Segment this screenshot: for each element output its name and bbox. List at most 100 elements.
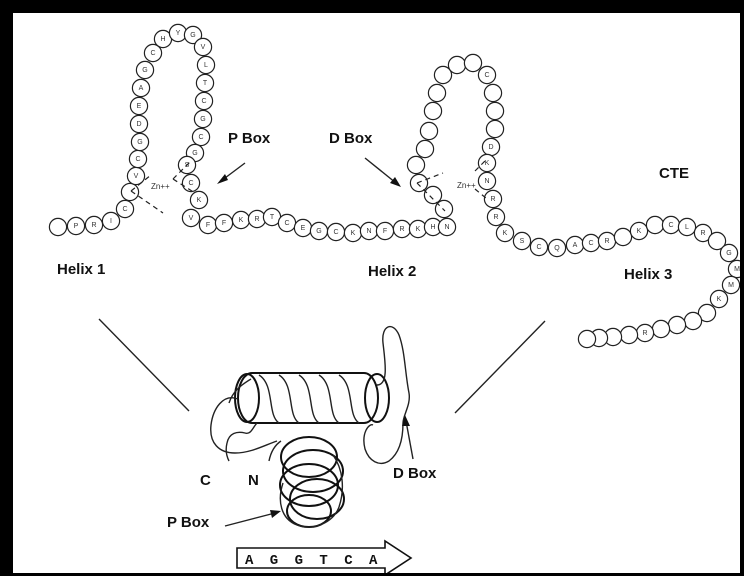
residue-letter: C [135,156,140,163]
residue-letter: N [366,228,371,235]
c-terminus-label: C [200,472,211,489]
residue-letter: C [201,98,206,105]
residue-letter: R [490,196,495,203]
residue-letter: L [685,224,689,231]
residue-circle [646,216,663,233]
residue-circle [448,56,465,73]
residue-letter: K [239,217,244,224]
d-box-top-label: D Box [329,130,373,147]
p-box-top-label: P Box [228,130,271,147]
residue-letter: R [642,330,647,337]
residue-letter: I [110,218,112,225]
residue-letter: G [200,116,205,123]
residue-letter: C [284,220,289,227]
residue-letter: G [142,67,147,74]
residue-letter: C [333,229,338,236]
helix-2-label: Helix 2 [368,263,416,280]
residue-letter: N [444,224,449,231]
cte-label: CTE [659,165,689,182]
residue-letter: R [493,214,498,221]
residue-letter: R [91,222,96,229]
residue-circle [420,122,437,139]
helix-1-label: Helix 1 [57,261,105,278]
residue-circle [424,102,441,119]
residue-letter: C [198,134,203,141]
residue-letter: K [503,230,508,237]
residue-circle [407,156,424,173]
residue-letter: K [416,226,421,233]
residue-circle [484,84,501,101]
recognition-helix-coil [280,437,344,527]
zoom-line-right [455,321,545,413]
p-box-top-arrow [217,163,245,184]
loop-right [364,327,409,464]
residue-circle [614,228,631,245]
residue-letter: M [734,266,740,273]
residue-letter: F [206,222,210,229]
residue-letter: M [728,282,734,289]
residue-letter: E [301,225,306,232]
residue-letter: V [189,215,194,222]
residue-letter: D [488,144,493,151]
helix-cylinder [235,373,389,423]
residue-letter: G [137,139,142,146]
residue-letter: K [197,197,202,204]
residue-letter: C [668,222,673,229]
zn2-bond-4 [475,189,487,199]
residue-letter: C [188,180,193,187]
residue-letter: K [485,160,490,167]
residue-letter: H [430,224,435,231]
residue-letter: T [270,214,275,221]
dna-binding-domain-diagram: PRICVCGDEAGCHYGVLTCGCGSCKVFFKRTCEGCKNFRK… [13,13,740,573]
residue-letter: K [351,230,356,237]
residue-circle [620,326,637,343]
residue-letter: R [700,230,705,237]
residue-letter: H [160,36,165,43]
p-box-bottom-arrow [225,510,281,526]
residue-letter: A [139,85,144,92]
residue-letter: C [150,50,155,57]
residue-letter: A [573,242,578,249]
residue-circle [652,320,669,337]
residue-letter: Y [176,30,181,37]
residue-circle [668,316,685,333]
residue-letter: R [254,216,259,223]
residue-circle [410,174,427,191]
residue-circle [578,330,595,347]
residue-circle [435,200,452,217]
d-box-bottom-label: D Box [393,465,437,482]
residue-circle [428,84,445,101]
zoom-line-left [99,319,189,411]
residue-letter: G [316,228,321,235]
residue-letter: K [717,296,722,303]
residue-letter: K [637,228,642,235]
residue-letter: C [484,72,489,79]
residue-letter: V [201,44,206,51]
residue-letter: Q [554,245,560,252]
zn2-label: Zn++ [457,181,476,190]
p-box-bottom-label: P Box [167,514,210,531]
protein-3d-ribbon [211,327,410,527]
residue-letter: C [122,206,127,213]
residue-letter: V [134,173,139,180]
residue-circle [424,186,441,203]
residue-letter: R [604,238,609,245]
residue-letter: R [399,226,404,233]
residue-letter: P [74,223,79,230]
residue-circle [486,120,503,137]
residue-letter: F [383,228,387,235]
residue-circle [416,140,433,157]
residue-letter: L [204,62,208,69]
residue-circle [464,54,481,71]
residue-letter: C [588,240,593,247]
residue-letter: C [536,244,541,251]
residue-letter: E [137,103,142,110]
residue-letter: N [484,178,489,185]
d-box-bottom-arrow [402,415,413,459]
zn1-label: Zn++ [151,182,170,191]
n-terminus-label: N [248,472,259,489]
loop-left [211,398,277,453]
residue-circle [684,312,701,329]
